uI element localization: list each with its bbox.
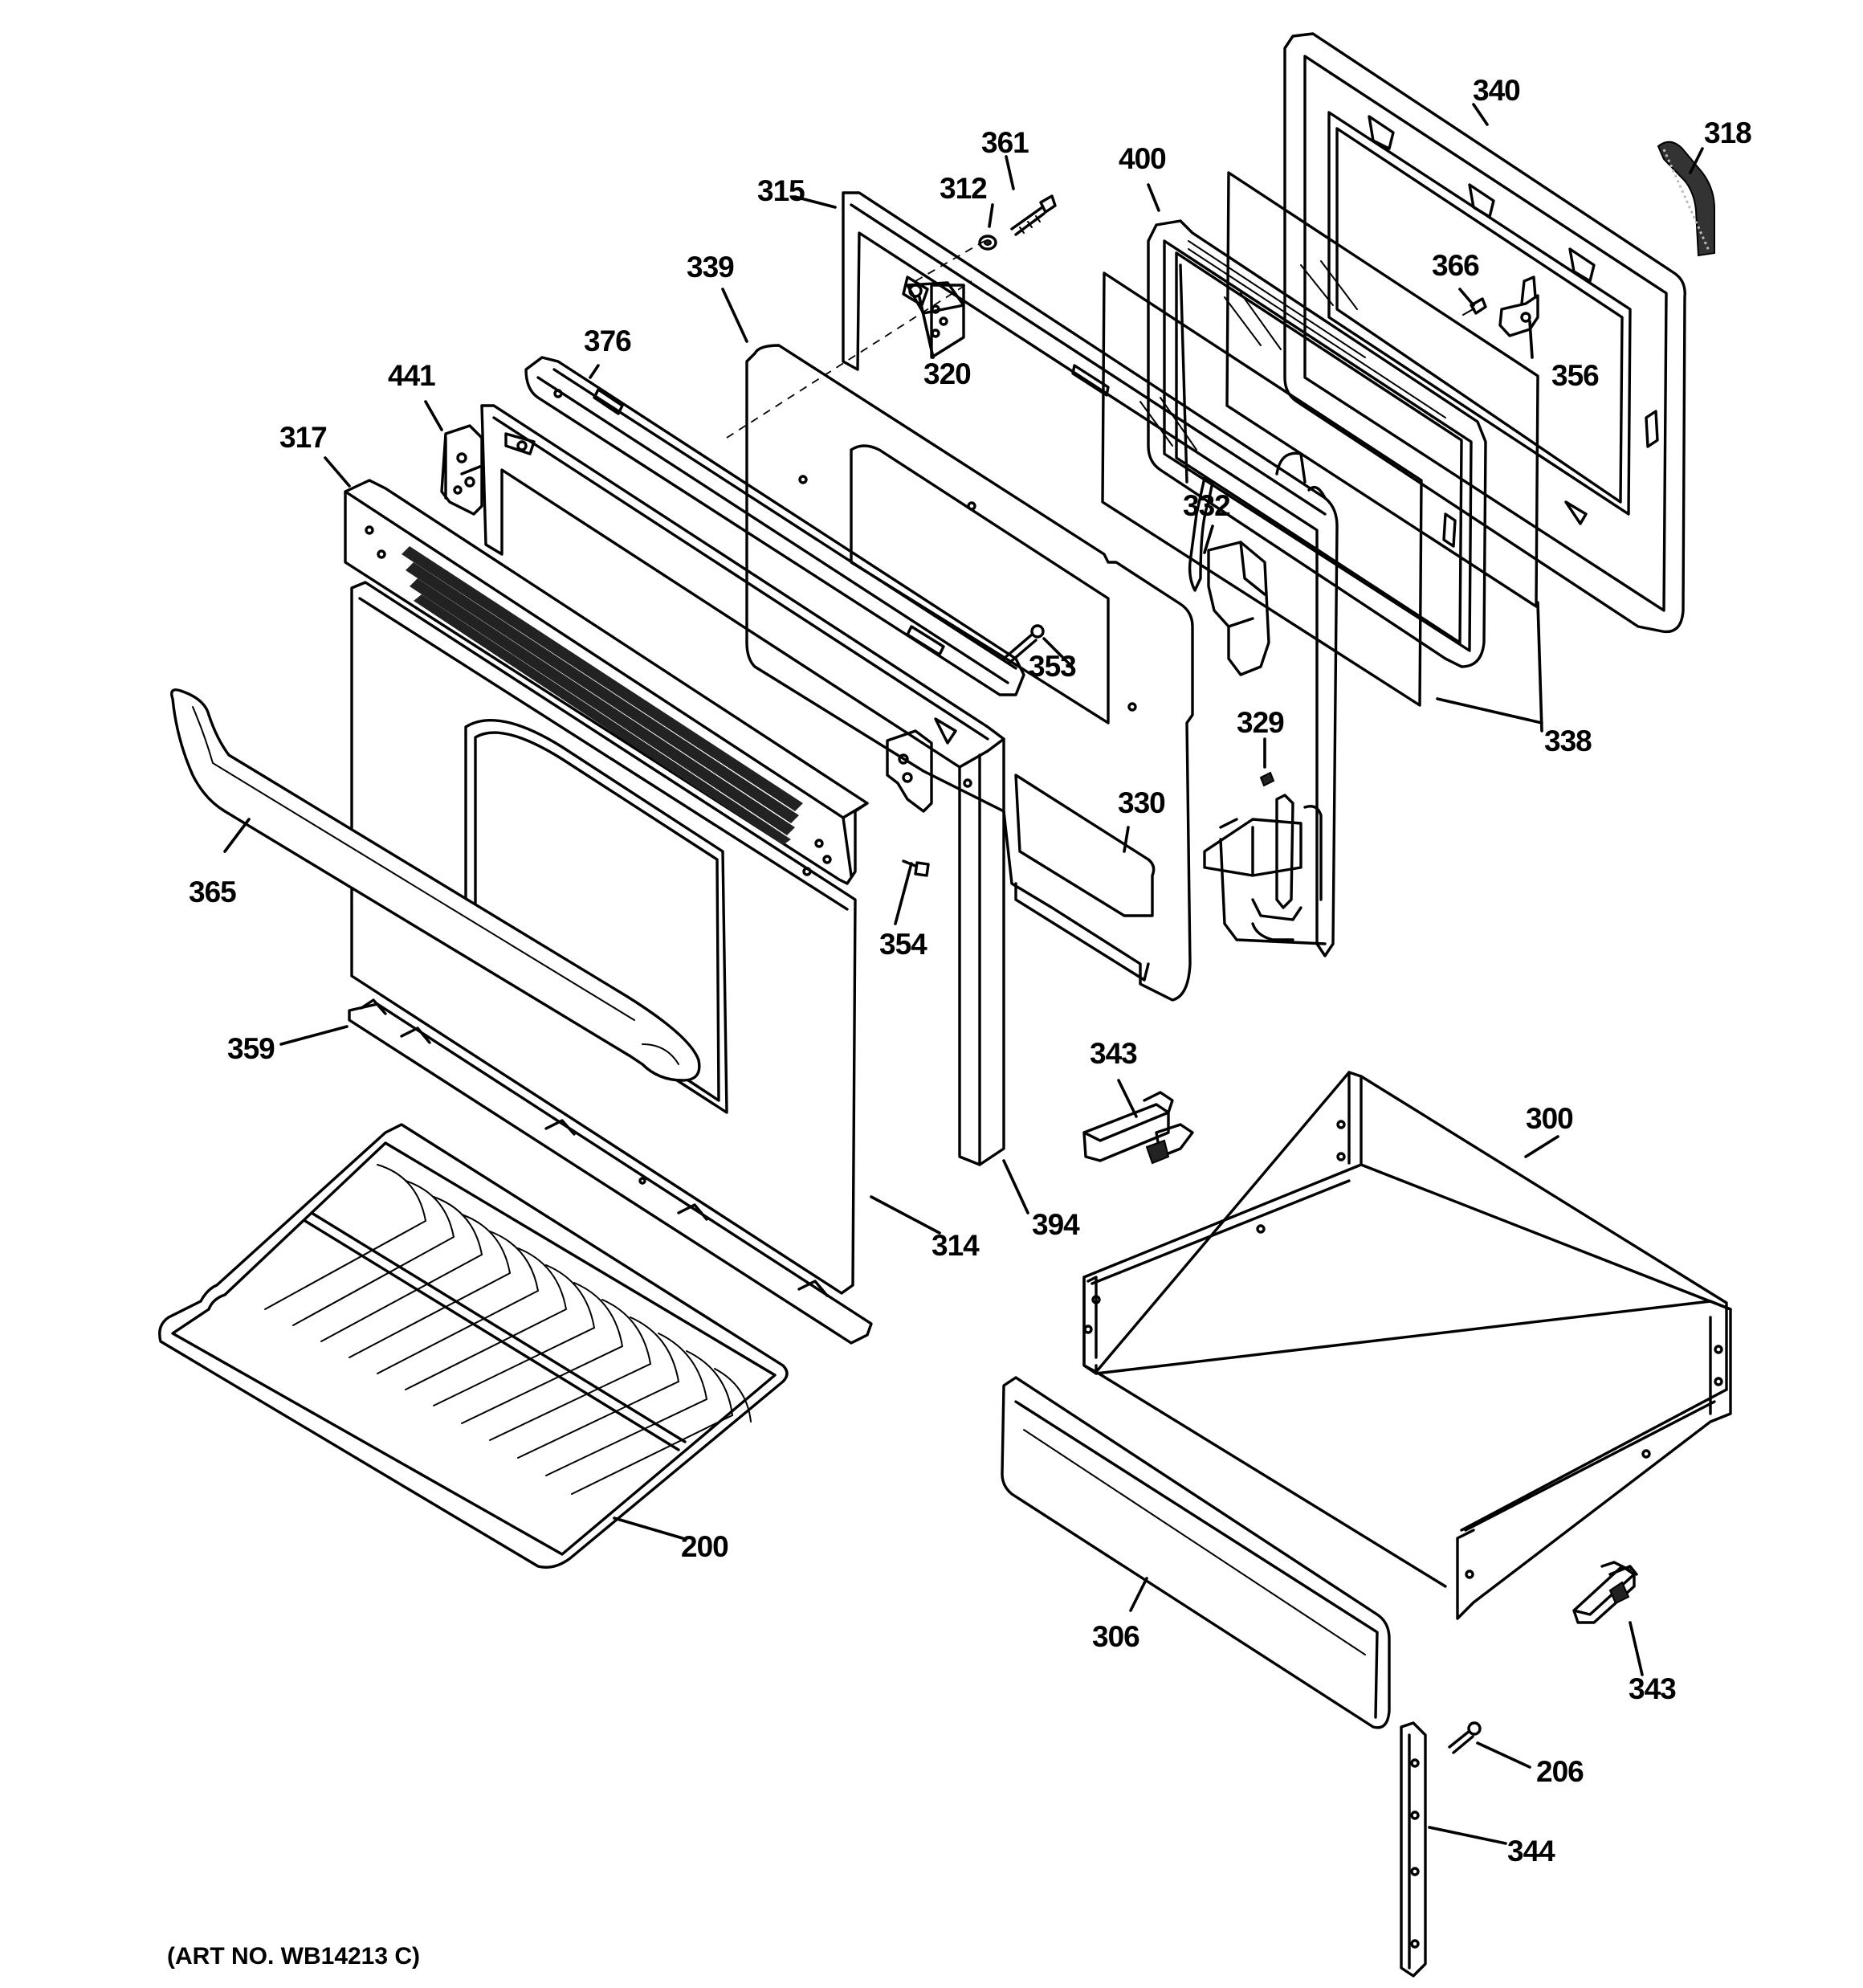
part-366-screw	[1462, 297, 1487, 316]
part-315-door-liner	[842, 191, 1339, 957]
callout-353: 353	[1029, 650, 1076, 683]
callout-441: 441	[388, 359, 435, 392]
callout-320: 320	[923, 357, 971, 390]
callout-356: 356	[1551, 359, 1599, 392]
callout-339: 339	[687, 251, 734, 284]
part-206-screw	[1448, 1721, 1482, 1754]
callout-344: 344	[1507, 1835, 1555, 1868]
callout-317: 317	[279, 421, 327, 454]
part-361-screw	[1010, 194, 1057, 236]
callout-206: 206	[1536, 1755, 1584, 1788]
callout-343-upper: 343	[1090, 1037, 1137, 1070]
part-376-vent-trim	[524, 356, 1025, 696]
part-317-vent-panel	[344, 479, 869, 885]
part-339-insulation	[745, 344, 1194, 1002]
callout-365: 365	[189, 876, 236, 908]
callout-361: 361	[981, 126, 1029, 159]
callout-318: 318	[1704, 116, 1751, 149]
part-338-glass-panels	[1101, 171, 1539, 707]
callout-314: 314	[932, 1229, 980, 1262]
part-314-outer-door	[350, 581, 857, 1295]
callout-354: 354	[879, 928, 927, 961]
part-359-bottom-trim	[348, 998, 873, 1345]
part-344-drawer-rail	[1400, 1721, 1427, 1978]
callout-329: 329	[1237, 706, 1284, 739]
art-number: (ART NO. WB14213 C)	[167, 1943, 420, 1970]
callout-376: 376	[584, 325, 631, 357]
callout-394: 394	[1032, 1208, 1080, 1241]
part-200-oven-rack	[158, 1123, 789, 1569]
part-312-nut	[978, 235, 997, 251]
part-320-hinge	[902, 276, 929, 307]
callout-359: 359	[227, 1032, 275, 1065]
part-318-gasket	[1657, 141, 1715, 257]
part-300-drawer-body	[1082, 1071, 1732, 1620]
part-354-screw	[902, 859, 930, 877]
part-306-drawer-front	[1001, 1376, 1391, 1729]
callout-343-lower: 343	[1629, 1672, 1676, 1705]
callout-312: 312	[940, 172, 987, 205]
part-356-door-clip	[1498, 276, 1539, 337]
callout-200: 200	[681, 1530, 728, 1563]
callout-400: 400	[1119, 142, 1166, 175]
part-365-handle	[170, 688, 701, 1082]
callout-332: 332	[1183, 489, 1230, 522]
callout-labels: 361 340 318 315 312 400 339 366 376 441 …	[167, 74, 1752, 1970]
callout-315: 315	[757, 174, 805, 207]
part-394-door-frame	[480, 404, 1005, 1166]
part-330-spacer	[1014, 882, 1150, 982]
part-343-slide-bracket-upper	[1082, 1091, 1194, 1165]
part-343-slide-bracket-lower	[1572, 1561, 1638, 1624]
callout-306: 306	[1092, 1620, 1139, 1653]
part-329-screw	[1259, 771, 1275, 787]
callout-340: 340	[1473, 74, 1520, 107]
part-332-baffle	[1207, 541, 1270, 676]
callout-366: 366	[1432, 249, 1479, 282]
callout-338: 338	[1544, 725, 1592, 757]
callout-330: 330	[1118, 786, 1165, 819]
part-hinge-receiver	[886, 729, 933, 813]
part-353-screw	[1002, 624, 1045, 665]
callout-300: 300	[1526, 1102, 1573, 1135]
part-441-hinge-bracket	[440, 424, 483, 516]
leader-lines	[223, 103, 1704, 1845]
